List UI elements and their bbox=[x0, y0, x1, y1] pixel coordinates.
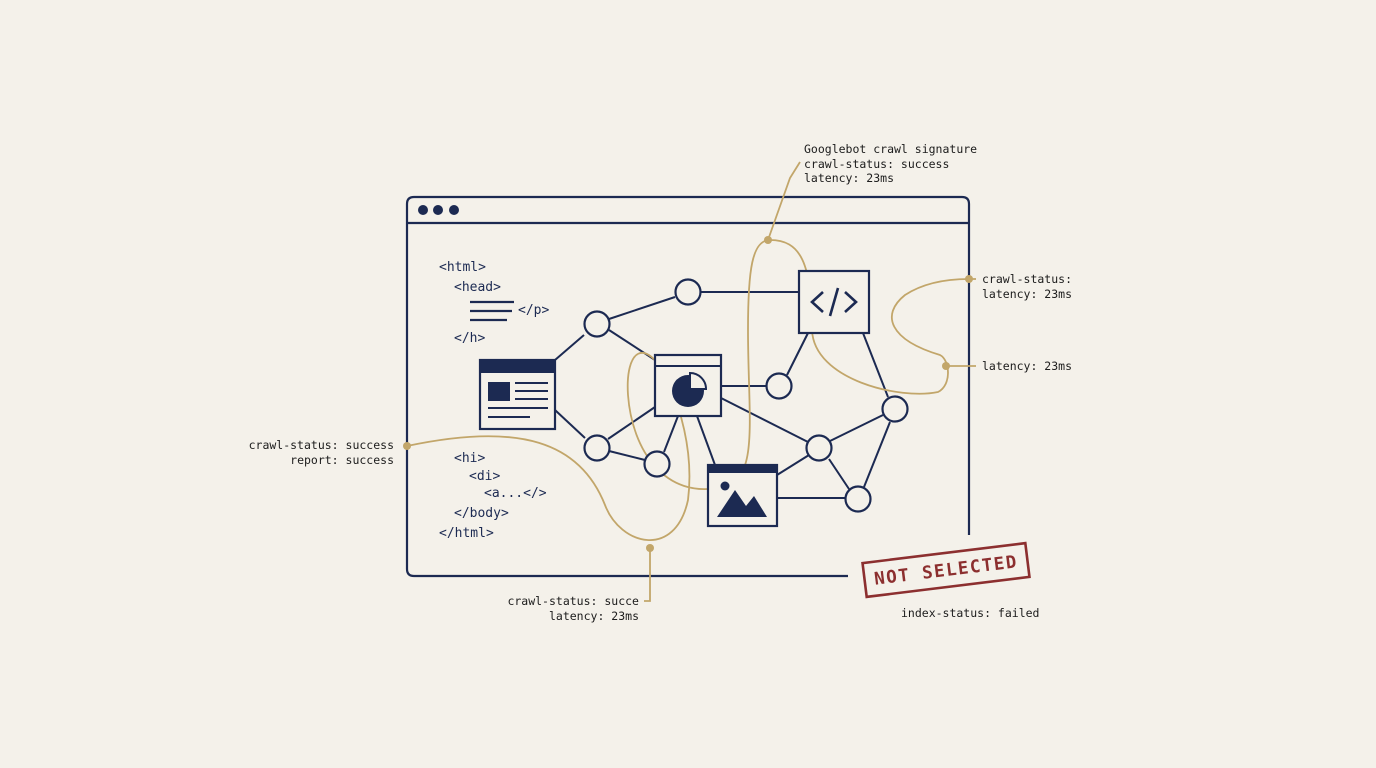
image-landscape-icon bbox=[706, 463, 779, 528]
network-edges bbox=[554, 291, 891, 499]
leader-top bbox=[767, 161, 801, 241]
window-control-dots-icon bbox=[418, 205, 459, 215]
edge bbox=[608, 450, 646, 461]
annotation-right-middle-line-1: latency: 23ms bbox=[982, 359, 1072, 373]
not-selected-stamp: NOT SELECTED bbox=[861, 541, 1031, 599]
code-line-a-tag: <a...</> bbox=[484, 486, 547, 501]
annotation-right-upper: crawl-status: latency: 23ms bbox=[982, 272, 1072, 301]
leader-bottom bbox=[644, 548, 651, 602]
network-node bbox=[805, 434, 833, 462]
annotation-bottom: crawl-status: succe latency: 23ms bbox=[507, 594, 639, 623]
browser-window-outline bbox=[405, 195, 971, 578]
annotation-left: crawl-status: success report: success bbox=[249, 438, 394, 467]
path-marker bbox=[403, 442, 411, 450]
annotation-top-line-3: latency: 23ms bbox=[804, 171, 894, 185]
annotation-right-middle: latency: 23ms bbox=[982, 359, 1072, 373]
annotation-top: Googlebot crawl signature crawl-status: … bbox=[804, 142, 977, 185]
code-line-html-close: </html> bbox=[439, 526, 494, 541]
edge bbox=[862, 332, 889, 398]
annotation-bottom-line-2: latency: 23ms bbox=[549, 609, 639, 623]
index-status-text: index-status: failed bbox=[901, 606, 1039, 620]
code-line-h-close: </h> bbox=[454, 331, 485, 346]
document-page-icon bbox=[478, 358, 557, 431]
edge bbox=[720, 397, 809, 443]
annotation-right-upper-line-2: latency: 23ms bbox=[982, 287, 1072, 301]
browser-window bbox=[405, 195, 971, 578]
annotation-left-line-1: crawl-status: success bbox=[249, 438, 394, 452]
code-line-head-open: <head> bbox=[454, 280, 501, 295]
network-node bbox=[583, 434, 611, 462]
path-marker bbox=[646, 544, 654, 552]
annotation-bottom-line-1: crawl-status: succe bbox=[507, 594, 639, 608]
path-marker bbox=[965, 275, 973, 283]
edge bbox=[607, 406, 656, 440]
network-node bbox=[765, 372, 793, 400]
annotation-right-upper-line-1: crawl-status: bbox=[982, 272, 1072, 286]
edge bbox=[663, 415, 679, 453]
code-line-html-open: <html> bbox=[439, 260, 486, 275]
edge bbox=[554, 334, 585, 361]
edge bbox=[786, 332, 809, 376]
stamp-border bbox=[861, 541, 1031, 599]
code-line-di-open: <di> bbox=[469, 469, 500, 484]
path-marker bbox=[764, 236, 772, 244]
annotation-top-line-1: Googlebot crawl signature bbox=[804, 142, 977, 156]
path-marker bbox=[942, 362, 950, 370]
edge bbox=[863, 421, 891, 488]
html-code-snippet: <html> <head> </p> </h> <hi> <di> <a...<… bbox=[439, 260, 549, 541]
code-line-hi-open: <hi> bbox=[454, 451, 485, 466]
network-node bbox=[643, 450, 671, 478]
code-line-p-close: </p> bbox=[518, 303, 549, 318]
pie-chart-page-icon bbox=[653, 353, 723, 418]
crawl-path-markers bbox=[403, 236, 973, 552]
annotation-left-line-2: report: success bbox=[290, 453, 394, 467]
network-node bbox=[844, 485, 872, 513]
network-node bbox=[674, 278, 702, 306]
edge bbox=[829, 414, 884, 442]
network-node bbox=[881, 395, 909, 423]
network-node bbox=[583, 310, 611, 338]
code-line-body-close: </body> bbox=[454, 506, 509, 521]
edge bbox=[696, 415, 716, 466]
edge bbox=[554, 409, 586, 439]
edge bbox=[608, 296, 676, 320]
text-lines-icon bbox=[470, 300, 514, 322]
edge bbox=[776, 454, 810, 476]
code-brackets-icon bbox=[797, 269, 871, 335]
edge bbox=[828, 458, 850, 490]
annotation-top-line-2: crawl-status: success bbox=[804, 157, 949, 171]
network-nodes bbox=[583, 278, 909, 513]
